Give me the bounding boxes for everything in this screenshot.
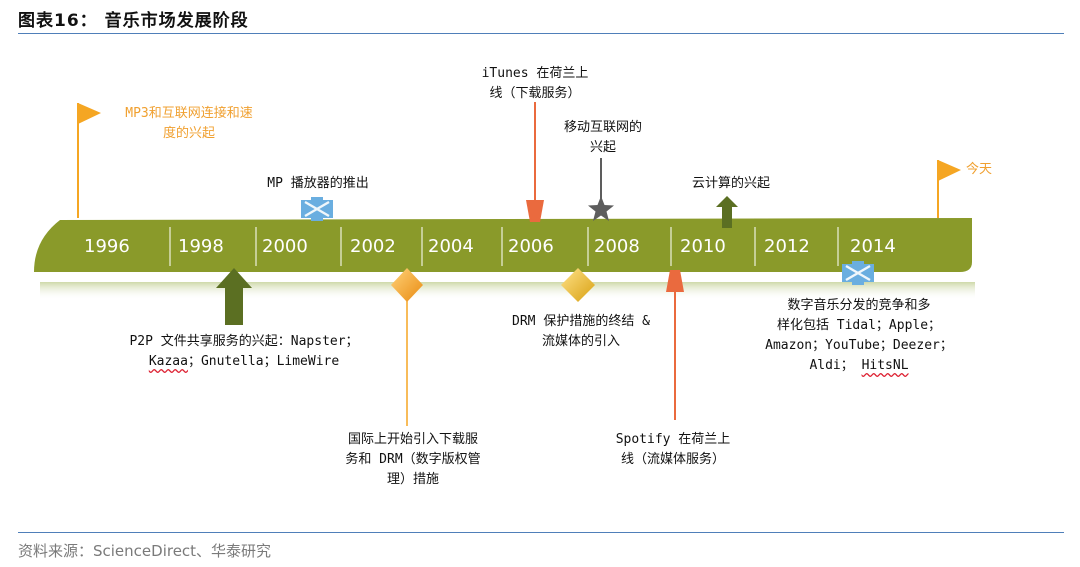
event-today: 今天 (966, 162, 993, 177)
event-cloud: 云计算的兴起 (691, 176, 770, 191)
year-label: 2002 (350, 236, 396, 257)
bottom-rule (18, 532, 1064, 533)
year-label: 1998 (178, 236, 224, 257)
year-label: 2014 (850, 236, 896, 257)
event-p2p: P2P 文件共享服务的兴起：Napster； Kazaa；Gnutella；Li… (129, 334, 359, 369)
star-icon (588, 196, 614, 221)
diamond-icon (391, 268, 423, 302)
top-rule (18, 33, 1064, 34)
timeline-band (34, 218, 972, 272)
cross-icon (301, 197, 333, 221)
year-label: 2000 (262, 236, 308, 257)
year-label: 2004 (428, 236, 474, 257)
arrow-down-icon (526, 200, 544, 222)
year-label: 1996 (84, 236, 130, 257)
flag-icon (78, 103, 101, 124)
source-note: 资料来源：ScienceDirect、华泰研究 (18, 542, 272, 560)
timeline-band-shadow (40, 282, 975, 300)
figure-title: 图表16： 音乐市场发展阶段 (18, 11, 249, 31)
event-itunes: iTunes 在荷兰上 线（下载服务） (481, 66, 589, 101)
year-label: 2008 (594, 236, 640, 257)
arrow-up-icon (216, 268, 252, 325)
event-mp3-internet: MP3和互联网连接和速 度的兴起 (125, 106, 253, 141)
flag-icon (938, 160, 961, 181)
cross-icon (842, 261, 874, 285)
event-drm-end: DRM 保护措施的终结 & 流媒体的引入 (512, 314, 650, 349)
event-mp-player: MP 播放器的推出 (267, 176, 369, 191)
diamond-icon (561, 268, 595, 302)
event-streaming-competition: 数字音乐分发的竞争和多 样化包括 Tidal；Apple； Amazon；You… (765, 298, 953, 373)
event-spotify: Spotify 在荷兰上 线（流媒体服务） (615, 432, 731, 467)
year-label: 2012 (764, 236, 810, 257)
event-download-drm: 国际上开始引入下载服 务和 DRM（数字版权管 理）措施 (345, 432, 481, 487)
arrow-up-icon (716, 196, 738, 228)
event-mobile-internet: 移动互联网的 兴起 (563, 120, 642, 155)
year-label: 2006 (508, 236, 554, 257)
arrow-up-icon (666, 270, 684, 292)
year-label: 2010 (680, 236, 726, 257)
